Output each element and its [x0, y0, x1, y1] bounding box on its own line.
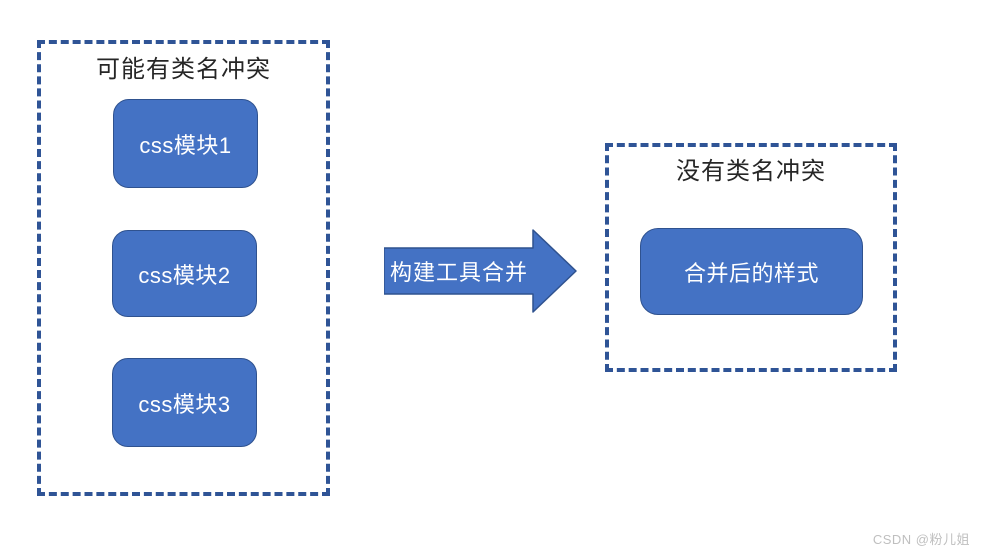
css-module-1-label: css模块1 [139, 132, 232, 158]
arrow-label: 构建工具合并 [389, 259, 528, 285]
css-module-3-box: css模块3 [112, 358, 257, 447]
css-module-2-box: css模块2 [112, 230, 257, 317]
left-group-title: 可能有类名冲突 [96, 56, 271, 83]
right-group-title: 没有类名冲突 [676, 158, 826, 185]
css-module-1-box: css模块1 [113, 99, 258, 188]
merged-style-box: 合并后的样式 [640, 228, 863, 315]
css-module-2-label: css模块2 [138, 262, 231, 288]
watermark-text: CSDN @粉儿姐 [872, 532, 970, 547]
left-group-box: 可能有类名冲突 [37, 40, 330, 496]
right-arrow-icon [384, 229, 577, 313]
right-group-box: 没有类名冲突 [605, 143, 897, 372]
css-module-3-label: css模块3 [138, 391, 231, 417]
merged-style-label: 合并后的样式 [683, 260, 819, 286]
